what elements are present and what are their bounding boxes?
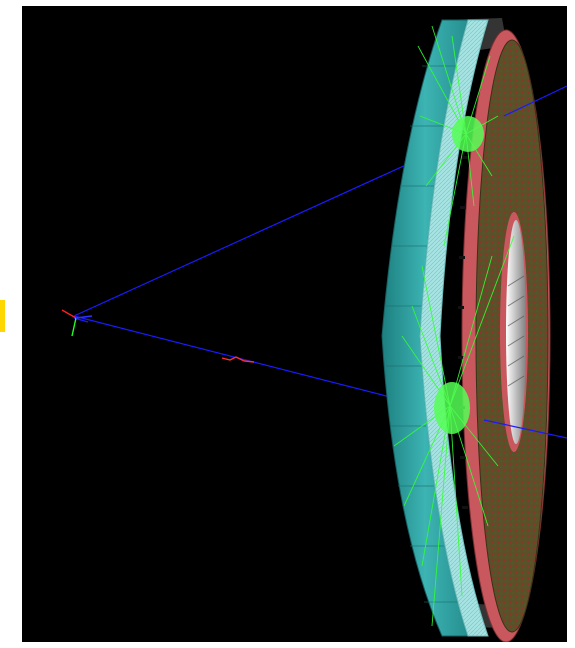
exit-track-lines: [483, 85, 567, 439]
detector-scene: [61, 18, 567, 642]
track-lines: [73, 163, 409, 399]
hit-clusters: [434, 116, 484, 434]
edge-marker: [0, 300, 5, 332]
origin-axes: [61, 309, 93, 337]
track-stub: [221, 356, 255, 363]
3d-viewport[interactable]: [22, 6, 567, 642]
central-hole: [500, 212, 528, 452]
